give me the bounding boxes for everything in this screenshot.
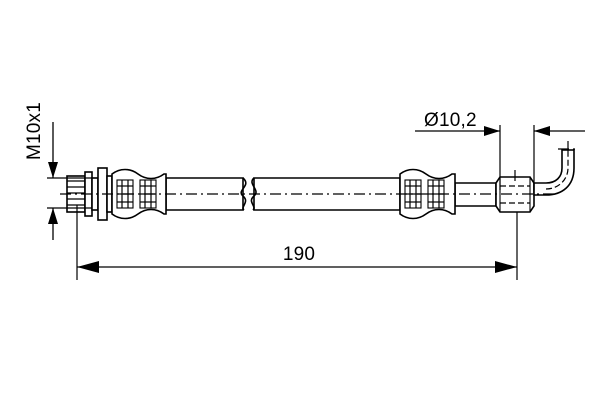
dimension-thread-size: M10x1 [24, 102, 92, 240]
length-arrow-right [495, 261, 517, 273]
dimension-bore-diameter: Ø10,2 [415, 110, 585, 190]
bore-diameter-label: Ø10,2 [424, 110, 477, 131]
elbow-tube-hidden-bore [545, 152, 569, 190]
banjo-end-fitting [495, 170, 535, 213]
thread-arrow-up [48, 208, 58, 224]
overall-length-label: 190 [283, 244, 315, 265]
end-fitting-hidden-lines [500, 185, 530, 204]
bore-arrow-left [534, 126, 550, 136]
length-arrow-left [77, 261, 99, 273]
thread-size-label: M10x1 [24, 102, 45, 160]
part-assembly [60, 141, 578, 221]
bore-arrow-right [484, 126, 500, 136]
break-symbol [240, 177, 257, 211]
thread-lines [67, 180, 85, 206]
dimension-overall-length: 190 [76, 205, 518, 280]
thread-arrow-down [48, 162, 58, 178]
